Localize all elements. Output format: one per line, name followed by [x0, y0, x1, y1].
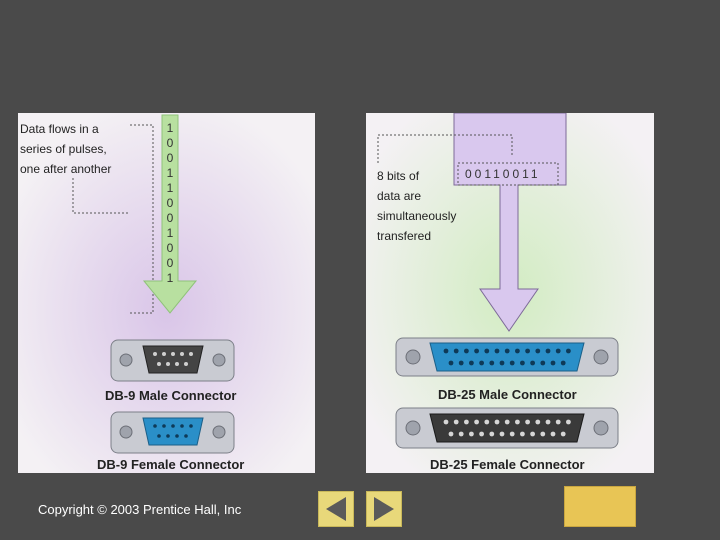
serial-bit: 1 — [166, 226, 174, 240]
connector-pin — [555, 348, 561, 354]
connector-pin — [448, 431, 454, 437]
connector-pin — [509, 431, 515, 437]
connector-pin — [560, 431, 566, 437]
connector-pin — [545, 419, 551, 425]
serial-bit: 0 — [166, 196, 174, 210]
connector-pin — [540, 360, 546, 366]
parallel-caption: 8 bits of data are simultaneously transf… — [377, 166, 456, 246]
connector-pin — [499, 431, 505, 437]
connector-pin — [464, 419, 469, 425]
connector-pin — [484, 348, 490, 354]
parallel-arrow — [453, 113, 567, 332]
serial-bit-column: 1 0 0 1 1 0 0 1 0 0 1 — [162, 121, 178, 286]
connector-pin — [555, 419, 561, 425]
next-slide-button[interactable] — [366, 491, 402, 527]
serial-caption-line: Data flows in a — [20, 122, 99, 136]
connector-pin — [504, 348, 510, 354]
connector-pin — [484, 419, 490, 425]
connector-pin — [540, 431, 546, 437]
connector-pin — [504, 419, 510, 425]
serial-bit: 0 — [166, 151, 174, 165]
parallel-caption-line: data are — [377, 189, 422, 203]
parallel-transmission-panel: 8 bits of data are simultaneously transf… — [366, 113, 654, 473]
parallel-caption-line: 8 bits of — [377, 169, 420, 183]
parallel-caption-line: simultaneously — [377, 209, 457, 223]
connector-pin — [453, 348, 459, 354]
connector-pin — [515, 348, 520, 354]
serial-bit: 1 — [166, 181, 174, 195]
connector-pin — [535, 348, 541, 354]
connector-pin — [469, 431, 474, 437]
serial-bit: 1 — [166, 166, 174, 180]
connector-pin — [479, 431, 484, 437]
connector-pin — [520, 431, 525, 437]
serial-caption: Data flows in a series of pulses, one af… — [20, 119, 111, 179]
serial-bit: 0 — [166, 241, 174, 255]
connector-pin — [525, 348, 530, 354]
serial-diagram — [18, 113, 315, 473]
db9-male-connector — [110, 339, 235, 382]
db25-female-connector — [395, 407, 619, 449]
triangle-right-icon — [374, 497, 394, 521]
db9-male-label: DB-9 Male Connector — [105, 388, 237, 403]
callout-dotted-line — [377, 134, 513, 163]
connector-pin — [566, 348, 571, 354]
connector-pin — [453, 419, 459, 425]
previous-slide-button[interactable] — [318, 491, 354, 527]
connector-pin — [530, 360, 535, 366]
connector-pin — [443, 348, 449, 354]
connector-pin — [499, 360, 505, 366]
serial-bit: 1 — [166, 121, 174, 135]
serial-caption-line: one after another — [20, 162, 112, 176]
connector-pin — [494, 348, 500, 354]
serial-bit: 0 — [166, 256, 174, 270]
connector-pin — [515, 419, 520, 425]
connector-pin — [474, 419, 479, 425]
connector-pin — [458, 360, 464, 366]
parallel-caption-line: transfered — [377, 229, 432, 243]
triangle-left-icon — [326, 497, 346, 521]
db25-male-connector — [395, 337, 619, 377]
connector-pin — [489, 360, 495, 366]
connector-pin — [474, 348, 479, 354]
db9-female-label: DB-9 Female Connector — [97, 457, 245, 472]
connector-pin — [525, 419, 530, 425]
db25-male-label: DB-25 Male Connector — [438, 387, 577, 402]
serial-caption-line: series of pulses, — [20, 142, 107, 156]
connector-pin — [535, 419, 541, 425]
connector-pin — [566, 419, 571, 425]
home-button[interactable] — [564, 486, 636, 527]
connector-pin — [489, 431, 495, 437]
connector-pin — [550, 360, 556, 366]
db25-female-label: DB-25 Female Connector — [430, 457, 585, 472]
serial-transmission-panel: Data flows in a series of pulses, one af… — [18, 113, 315, 473]
connector-pin — [520, 360, 525, 366]
connector-pin — [509, 360, 515, 366]
serial-bit: 1 — [166, 271, 174, 285]
connector-pin — [443, 419, 449, 425]
connector-pin — [530, 431, 535, 437]
connector-pin — [479, 360, 484, 366]
db9-female-connector — [110, 411, 235, 454]
parallel-bits: 00110011 — [465, 167, 541, 181]
connector-pin — [464, 348, 469, 354]
callout-dotted-line — [72, 124, 154, 314]
serial-bit: 0 — [166, 136, 174, 150]
connector-pin — [448, 360, 454, 366]
connector-pin — [545, 348, 551, 354]
copyright-text: Copyright © 2003 Prentice Hall, Inc — [38, 502, 242, 517]
connector-pin — [458, 431, 464, 437]
parallel-diagram — [366, 113, 654, 473]
connector-pin — [560, 360, 566, 366]
connector-pin — [469, 360, 474, 366]
serial-arrow — [142, 114, 198, 314]
serial-bit: 0 — [166, 211, 174, 225]
connector-pin — [550, 431, 556, 437]
bits-callout-box — [457, 162, 559, 186]
connector-pin — [494, 419, 500, 425]
